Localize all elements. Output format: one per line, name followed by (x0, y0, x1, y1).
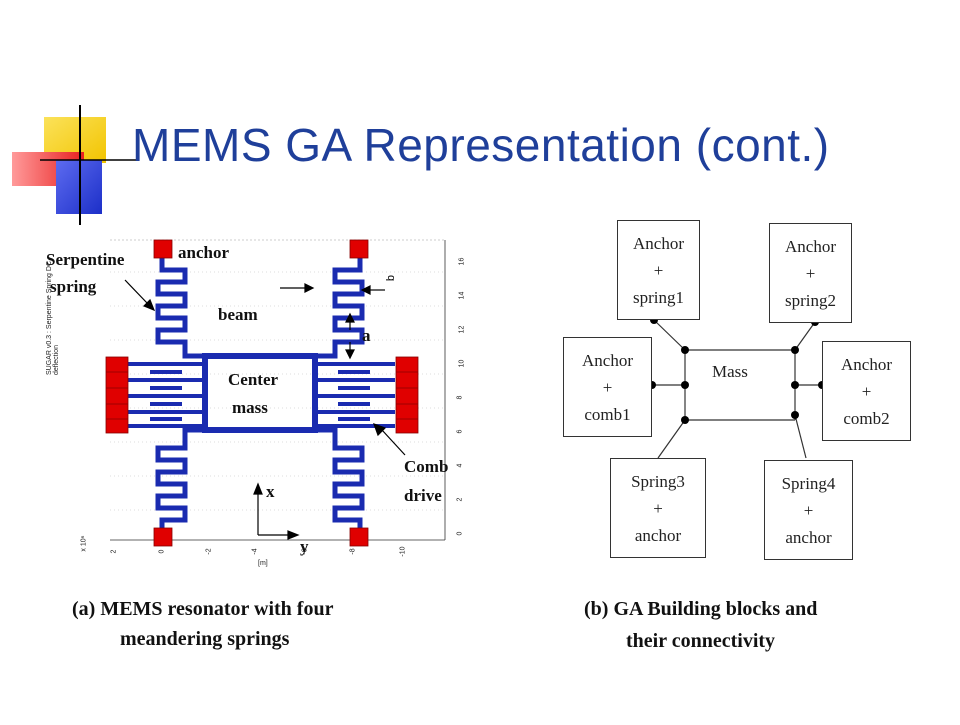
tick-h-m8: -8 (349, 548, 357, 555)
tick-v-16: 16 (458, 257, 466, 266)
tick-h-m10: -10 (399, 546, 407, 557)
node-spring3-anchor: Spring3 + anchor (610, 458, 706, 558)
label-y: y (300, 537, 309, 556)
decorative-logo (0, 0, 140, 230)
label-spring: spring (50, 277, 97, 296)
decorative-squares-icon (12, 105, 138, 225)
tick-v-2: 2 (456, 497, 464, 502)
label-b: b (385, 274, 398, 282)
node-spring4-anchor: Spring4 + anchor (764, 460, 853, 560)
mems-resonator-figure (70, 230, 460, 570)
node-anchor-comb1: Anchor + comb1 (563, 337, 652, 437)
label-drive: drive (404, 486, 442, 505)
label-beam: beam (218, 305, 258, 324)
node-anchor-spring1: Anchor + spring1 (617, 220, 700, 320)
tick-v-14: 14 (458, 291, 466, 300)
tick-v-8: 8 (456, 395, 464, 400)
label-anchor: anchor (178, 243, 229, 262)
unit-label: [m] (258, 560, 268, 567)
label-comb: Comb (404, 457, 449, 476)
tick-v-4: 4 (456, 463, 464, 468)
mass-label: Mass (712, 362, 748, 381)
tick-v-0: 0 (456, 531, 464, 536)
node-anchor-comb2: Anchor + comb2 (822, 341, 911, 441)
caption-a-line1: (a) MEMS resonator with four (72, 598, 334, 620)
caption-b-line2: their connectivity (626, 630, 776, 652)
scale-label: x 10⁶ (80, 535, 88, 552)
label-a: a (362, 326, 371, 345)
tick-h-0: 0 (158, 549, 166, 554)
node-anchor-spring2: Anchor + spring2 (769, 223, 852, 323)
mems-resonator-diagram (105, 239, 446, 547)
label-serpentine: Serpentine (46, 250, 125, 269)
label-mass: mass (232, 398, 268, 417)
page-title: MEMS GA Representation (cont.) (132, 119, 830, 171)
caption-b-line1: (b) GA Building blocks and (584, 598, 818, 620)
tick-h-m2: -2 (205, 548, 213, 555)
label-x: x (266, 482, 275, 501)
tick-v-6: 6 (456, 429, 464, 434)
tick-v-12: 12 (458, 325, 466, 334)
tick-h-m4: -4 (251, 548, 259, 555)
caption-a-line2: meandering springs (120, 628, 290, 650)
tick-h-2: 2 (110, 549, 118, 554)
label-center: Center (228, 370, 279, 389)
tick-v-10: 10 (458, 359, 466, 368)
